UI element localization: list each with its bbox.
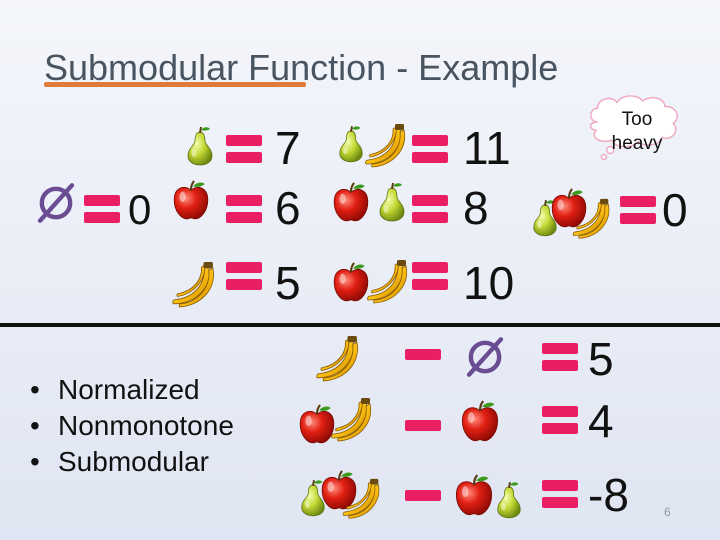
equals-icon (412, 262, 448, 290)
page-title: Submodular Function - Example (44, 47, 559, 88)
pear-icon (184, 126, 216, 166)
property-list: Normalized Nonmonotone Submodular (30, 372, 234, 480)
thought-cloud-icon (589, 95, 678, 161)
gain-banana-apple-pear-value: -8 (588, 469, 629, 521)
title-underline (44, 82, 306, 87)
pair-apple-pear-value: 8 (463, 182, 489, 234)
banana-icon (166, 262, 218, 308)
banana-icon (360, 124, 408, 168)
equals-icon (620, 196, 656, 224)
apple-icon (330, 182, 372, 224)
pair-apple-banana-value: 10 (463, 257, 515, 309)
minus-icon (405, 490, 441, 501)
banana-icon (338, 478, 382, 520)
equals-icon (226, 262, 262, 290)
list-item: Submodular (30, 444, 234, 480)
pear-icon (494, 480, 524, 520)
apple-icon (458, 400, 502, 444)
empty-set-icon (462, 334, 508, 380)
equals-icon (542, 480, 578, 508)
equals-icon (412, 135, 448, 163)
single-banana-value: 5 (275, 257, 301, 309)
triple-value: 0 (662, 184, 688, 236)
cloud-line-1: Too (621, 109, 653, 130)
gain-banana-apple-value: 4 (588, 395, 614, 447)
banana-icon (326, 398, 374, 442)
apple-icon (170, 180, 212, 222)
equals-icon (412, 195, 448, 223)
empty-set-icon (33, 180, 79, 226)
single-pear-value: 7 (275, 122, 301, 174)
thought-cloud-text: Too heavy (575, 108, 699, 156)
list-item: Normalized (30, 372, 234, 408)
equals-icon (542, 406, 578, 434)
empty-set-value: 0 (128, 186, 152, 233)
apple-icon (452, 474, 496, 518)
list-item: Nonmonotone (30, 408, 234, 444)
minus-icon (405, 420, 441, 431)
pair-pear-banana-value: 11 (463, 122, 511, 174)
banana-icon (568, 198, 612, 240)
banana-icon (362, 260, 410, 304)
gain-banana-empty-value: 5 (588, 333, 614, 385)
page-number: 6 (664, 505, 671, 519)
section-divider (0, 323, 720, 327)
single-apple-value: 6 (275, 182, 301, 234)
pear-icon (376, 182, 408, 222)
equals-icon (226, 195, 262, 223)
equals-icon (84, 195, 120, 223)
minus-icon (405, 349, 441, 360)
equals-icon (226, 135, 262, 163)
cloud-line-2: heavy (611, 133, 663, 154)
banana-icon (310, 336, 362, 382)
equals-icon (542, 343, 578, 371)
